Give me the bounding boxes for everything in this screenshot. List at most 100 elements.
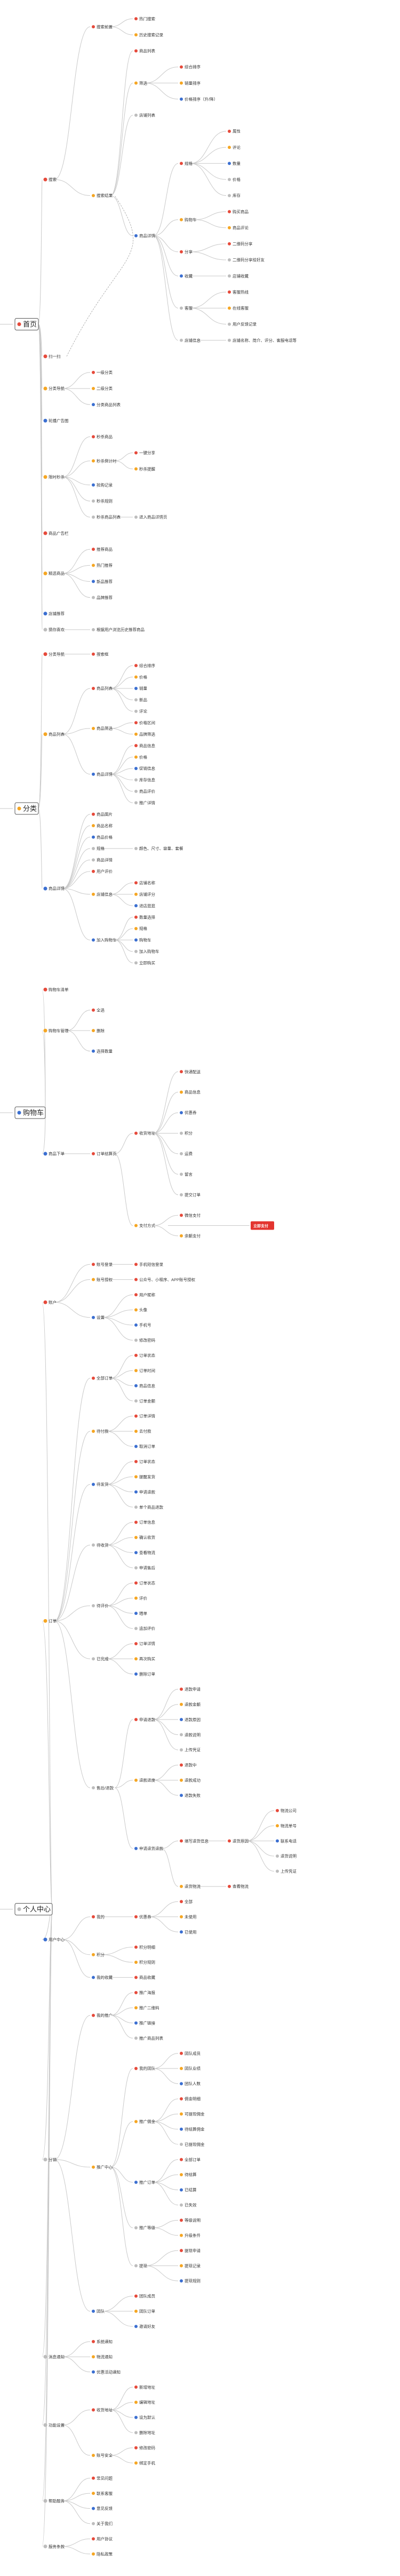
- connector-line: [106, 1416, 133, 1432]
- connector-line: [153, 235, 179, 308]
- mind-map-node-label: 店铺名称、简介、评分、客服电话等: [233, 337, 297, 343]
- mind-map-node-label: 留言: [185, 1171, 193, 1177]
- connector-line: [38, 654, 43, 809]
- node-bullet-icon: [134, 49, 138, 53]
- mind-map-node-label: 选择数量: [97, 1048, 113, 1053]
- connector-line: [106, 1431, 133, 1447]
- node-bullet-icon: [43, 2423, 47, 2427]
- connector-line: [153, 2053, 179, 2069]
- mind-map-node-label: 晒单: [139, 1611, 147, 1616]
- node-bullet-icon: [92, 1543, 95, 1547]
- node-bullet-icon: [43, 652, 47, 656]
- mind-map-node-label: 查看物流: [233, 1884, 249, 1889]
- section-root-box[interactable]: [14, 318, 39, 330]
- connector-line: [102, 1317, 133, 1326]
- node-bullet-icon: [134, 1657, 138, 1661]
- node-bullet-icon: [134, 2461, 138, 2465]
- mind-map-node-label: 抢购记录: [97, 482, 113, 487]
- mind-map-node-label: 店铺信息: [97, 891, 113, 897]
- mind-map-node-label: 商品列表: [49, 731, 65, 736]
- node-bullet-icon: [92, 548, 95, 551]
- section-root-box[interactable]: [14, 1903, 53, 1915]
- node-bullet-icon: [134, 1429, 138, 1433]
- connector-line: [110, 2167, 133, 2266]
- mind-map-node-label: 积分明细: [139, 1944, 155, 1949]
- node-bullet-icon: [92, 1915, 95, 1919]
- node-bullet-icon: [134, 1642, 138, 1645]
- section-title[interactable]: 个人中心: [23, 1905, 51, 1913]
- connector-line: [62, 477, 91, 486]
- mind-map-node-label: 新增地址: [139, 2384, 155, 2390]
- connector-line: [102, 1954, 133, 1963]
- mind-map-node-label: 热门搜索: [139, 16, 155, 21]
- node-bullet-icon: [43, 2355, 47, 2359]
- mind-map-node-label: 申请退款: [139, 1717, 155, 1722]
- section-title[interactable]: 分类: [23, 805, 37, 813]
- mind-map-node-label: 退款原因: [185, 1717, 201, 1722]
- mind-map-node-label: 进店逛逛: [139, 903, 155, 908]
- mind-map-node-label: 综合排序: [139, 663, 155, 668]
- node-bullet-icon: [134, 516, 138, 519]
- node-bullet-icon: [228, 178, 231, 181]
- mind-map-node-label: 收藏: [185, 273, 193, 279]
- section-root-box[interactable]: [14, 1106, 46, 1119]
- node-bullet-icon: [134, 1224, 138, 1227]
- node-bullet-icon: [134, 744, 138, 748]
- mind-map-node-label: 购物车: [185, 217, 197, 222]
- section-title[interactable]: 首页: [23, 320, 37, 328]
- node-bullet-icon: [228, 1884, 231, 1888]
- connector-line: [153, 1689, 179, 1720]
- node-bullet-icon: [134, 709, 138, 713]
- mind-map-node-label: 二级分类: [97, 386, 113, 391]
- section-bullet-icon: [17, 806, 21, 811]
- connector-line: [153, 2068, 179, 2084]
- node-bullet-icon: [134, 2415, 138, 2419]
- mind-map-node-label: 推广中心: [97, 2165, 113, 2170]
- node-bullet-icon: [43, 628, 47, 632]
- node-bullet-icon: [180, 1070, 183, 1074]
- connector-line: [110, 757, 133, 775]
- connector-line: [54, 1377, 91, 1621]
- connector-line: [190, 307, 227, 324]
- node-bullet-icon: [134, 2325, 138, 2328]
- mind-map-node-label: 关于我们: [97, 2521, 113, 2526]
- node-bullet-icon: [134, 1535, 138, 1539]
- connector-line: [54, 1431, 91, 1621]
- mind-map-node-label: 支付方式: [139, 1223, 155, 1228]
- node-bullet-icon: [43, 354, 47, 359]
- node-bullet-icon: [92, 483, 95, 487]
- mind-map-node-label: 团队业绩: [185, 2066, 201, 2071]
- connector-line: [62, 1939, 91, 1978]
- connector-line: [110, 2401, 133, 2411]
- node-bullet-icon: [180, 1839, 183, 1843]
- section-root-box[interactable]: [14, 802, 39, 815]
- mind-map-node-label: 删除订单: [139, 1671, 155, 1677]
- mind-map-node-label: 分类导航: [49, 651, 65, 656]
- connector-line: [114, 1787, 133, 1849]
- connector-line: [54, 1484, 91, 1621]
- mind-map-node-label: 数量: [233, 161, 241, 166]
- mind-map-node-label: 公众号、小程序、APP账号授权: [139, 1277, 196, 1282]
- mind-map-node-label: 手机短信登录: [139, 1262, 163, 1267]
- connector-line: [62, 573, 91, 582]
- connector-line: [110, 50, 133, 196]
- section-title[interactable]: 购物车: [23, 1109, 44, 1117]
- node-bullet-icon: [134, 1353, 138, 1357]
- mind-map-node-label: 一级分类: [97, 370, 113, 375]
- dashed-relation-line: [66, 195, 134, 356]
- mind-map-node-label: 商品详情: [97, 857, 113, 862]
- mind-map-node-label: 退货物流: [185, 1884, 201, 1889]
- mind-map-node-label: 可提现佣金: [185, 2111, 205, 2117]
- mind-map-node-label: 追加评价: [139, 1626, 155, 1631]
- mind-map-node-label: 微信支付: [185, 1212, 201, 1218]
- connector-line: [62, 573, 91, 598]
- connector-line: [110, 722, 133, 729]
- mind-map-node-label: 删除: [97, 1028, 105, 1033]
- node-bullet-icon: [92, 1152, 95, 1155]
- mind-map-node-label: 等级说明: [185, 2217, 201, 2223]
- mind-map-node-label: 历史搜索记录: [139, 32, 163, 37]
- node-bullet-icon: [43, 531, 47, 535]
- node-bullet-icon: [134, 1915, 138, 1919]
- connector-line: [54, 1605, 91, 1621]
- connector-line: [110, 745, 133, 775]
